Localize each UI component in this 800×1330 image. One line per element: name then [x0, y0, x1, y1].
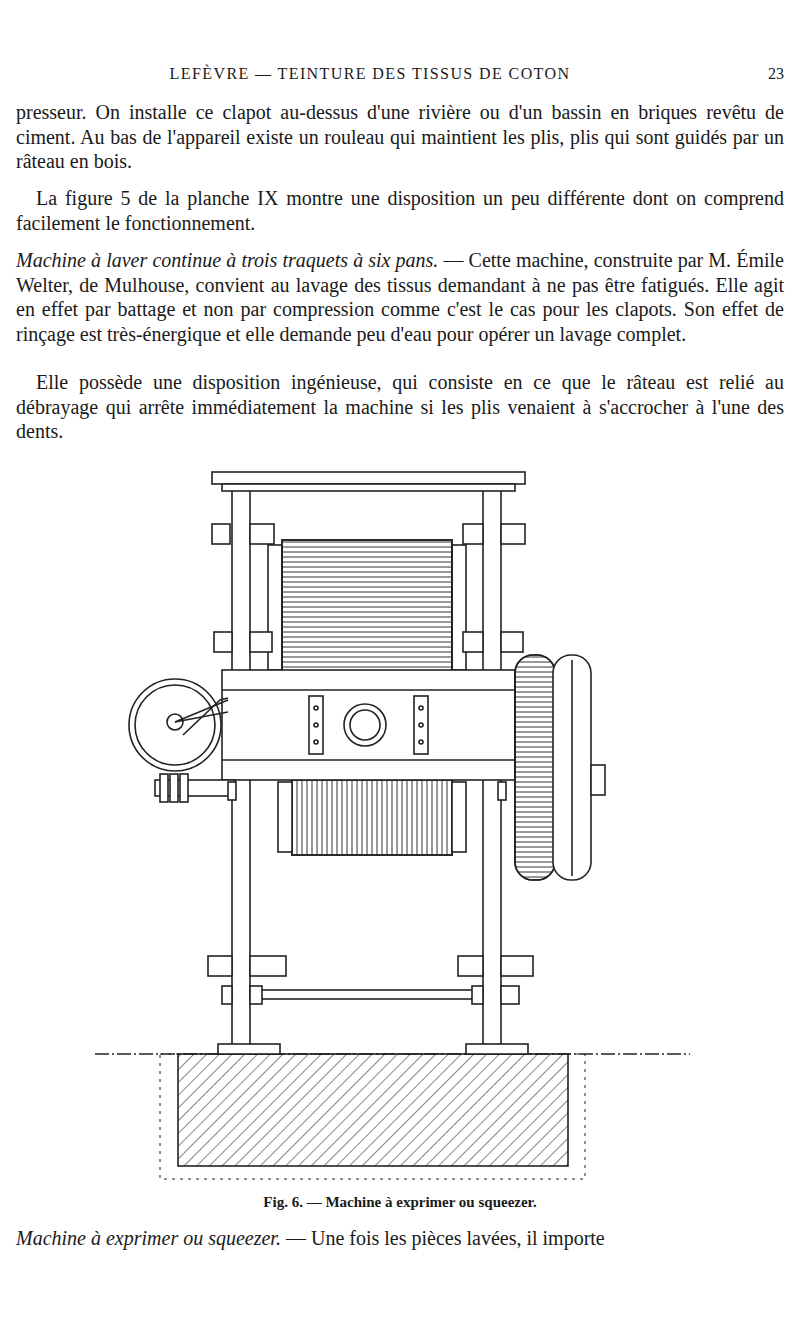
body-text: 23 [768, 65, 784, 82]
section-heading: Machine à exprimer ou squeezer. [16, 1227, 281, 1249]
body-text: presseur. On installe ce clapot au-dessu… [16, 101, 784, 172]
body-text: — Une fois les pièces lavées, il importe [281, 1227, 605, 1249]
running-head: LEFÈVRE — TEINTURE DES TISSUS DE COTON [120, 62, 620, 86]
section-heading: Machine à laver continue à trois traquet… [16, 249, 438, 271]
body-paragraph: Machine à exprimer ou squeezer. — Une fo… [16, 1226, 784, 1251]
body-paragraph: presseur. On installe ce clapot au-dessu… [16, 100, 784, 174]
body-paragraph: Machine à laver continue à trois traquet… [16, 248, 784, 346]
figure-caption: Fig. 6. — Machine à exprimer ou squeezer… [100, 1192, 700, 1212]
body-paragraph: Elle possède une disposition ingénieuse,… [16, 370, 784, 444]
page-number: 23 [740, 62, 784, 86]
body-text: Elle possède une disposition ingénieuse,… [16, 371, 784, 442]
body-paragraph: La figure 5 de la planche IX montre une … [16, 186, 784, 235]
body-text: La figure 5 de la planche IX montre une … [16, 187, 784, 234]
body-text: LEFÈVRE — TEINTURE DES TISSUS DE COTON [170, 65, 571, 82]
